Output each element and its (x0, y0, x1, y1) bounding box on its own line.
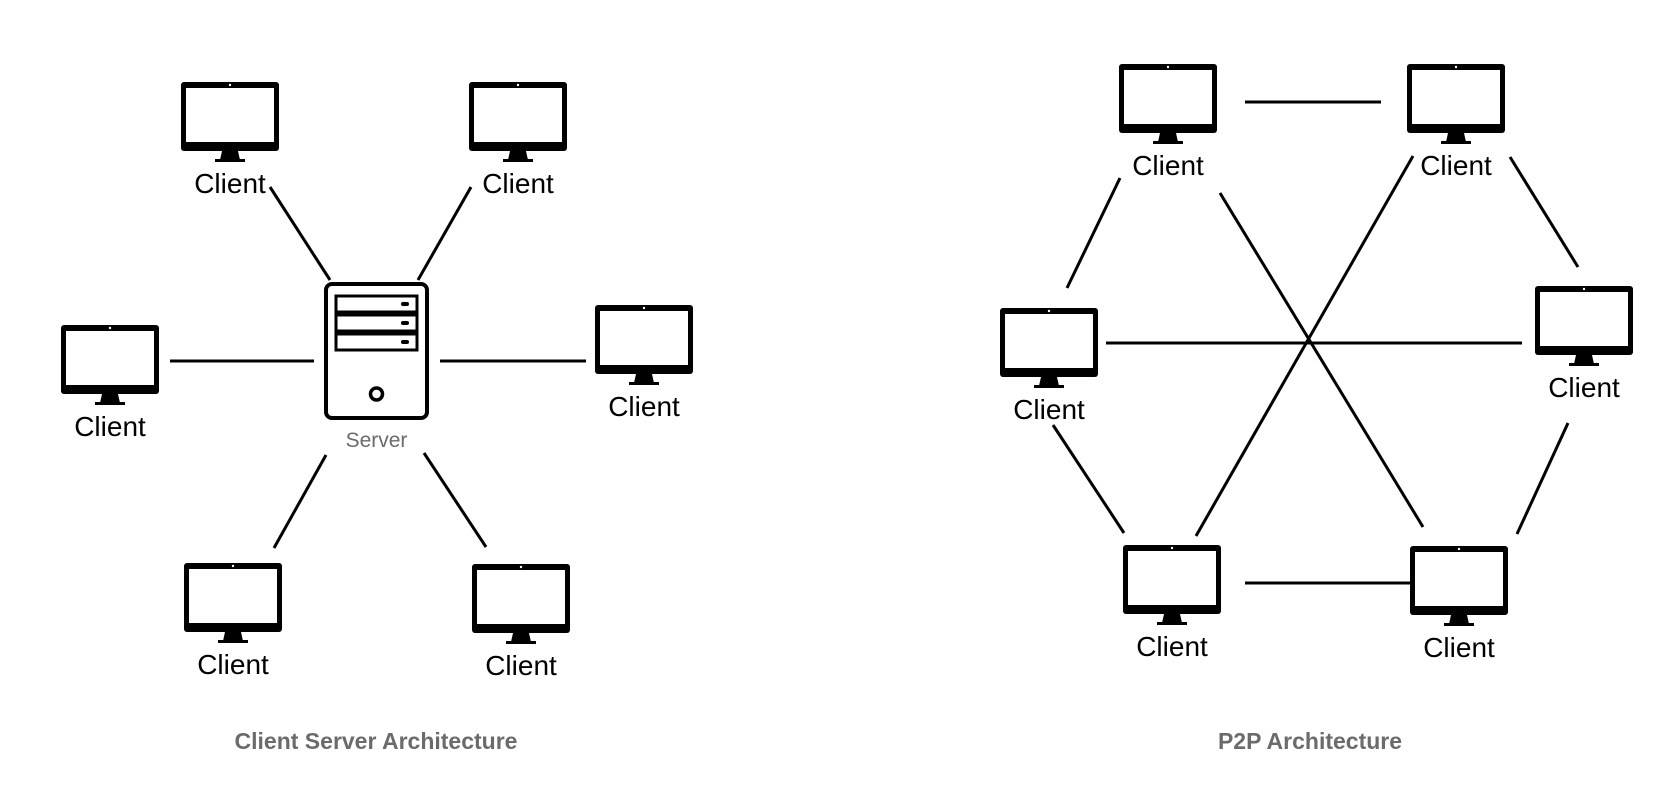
client-label: Client (194, 168, 266, 199)
peer-link (1065, 177, 1122, 289)
client-label: Client (1132, 150, 1204, 181)
server-tower-icon (324, 282, 429, 420)
server-client-link (416, 186, 473, 281)
monitor-icon (1000, 308, 1098, 388)
monitor-icon (181, 82, 279, 162)
monitor-icon (1123, 545, 1221, 625)
client-label: Client (1420, 150, 1492, 181)
client-label: Client (1013, 394, 1085, 425)
client-label: Client (485, 650, 557, 681)
client-node: Client (184, 563, 282, 680)
client-label: Client (74, 411, 146, 442)
peer-link (1515, 422, 1570, 535)
client-server-caption: Client Server Architecture (235, 728, 518, 754)
monitor-icon (61, 325, 159, 405)
client-label: Client (1423, 632, 1495, 663)
p2p-caption: P2P Architecture (1218, 728, 1402, 754)
client-node: Client (181, 82, 279, 199)
server-node: Server (324, 282, 429, 452)
client-node: Client (469, 82, 567, 199)
client-label: Client (1548, 372, 1620, 403)
peer-link (1218, 192, 1425, 528)
monitor-icon (472, 564, 570, 644)
monitor-icon (1119, 64, 1217, 144)
client-node: Client (1410, 546, 1508, 663)
server-client-link (268, 186, 332, 281)
client-node: Client (1407, 64, 1505, 181)
client-node: Client (1119, 64, 1217, 181)
client-node: Client (61, 325, 159, 442)
client-node: Client (1535, 286, 1633, 403)
client-node: Client (595, 305, 693, 422)
connection-lines (170, 100, 1580, 585)
monitor-icon (469, 82, 567, 162)
client-node: Client (1000, 308, 1098, 425)
monitor-icon (1407, 64, 1505, 144)
monitor-icon (1535, 286, 1633, 366)
server-label: Server (346, 429, 408, 452)
peer-link (1194, 155, 1415, 537)
server-client-link (422, 452, 488, 548)
monitor-icon (184, 563, 282, 643)
monitor-icon (1410, 546, 1508, 626)
client-label: Client (482, 168, 554, 199)
client-label: Client (608, 391, 680, 422)
client-node: Client (472, 564, 570, 681)
peer-link (1051, 424, 1126, 534)
client-label: Client (197, 649, 269, 680)
monitor-icon (595, 305, 693, 385)
client-label: Client (1136, 631, 1208, 662)
peer-link (1508, 156, 1580, 268)
server-client-link (272, 454, 328, 549)
client-node: Client (1123, 545, 1221, 662)
